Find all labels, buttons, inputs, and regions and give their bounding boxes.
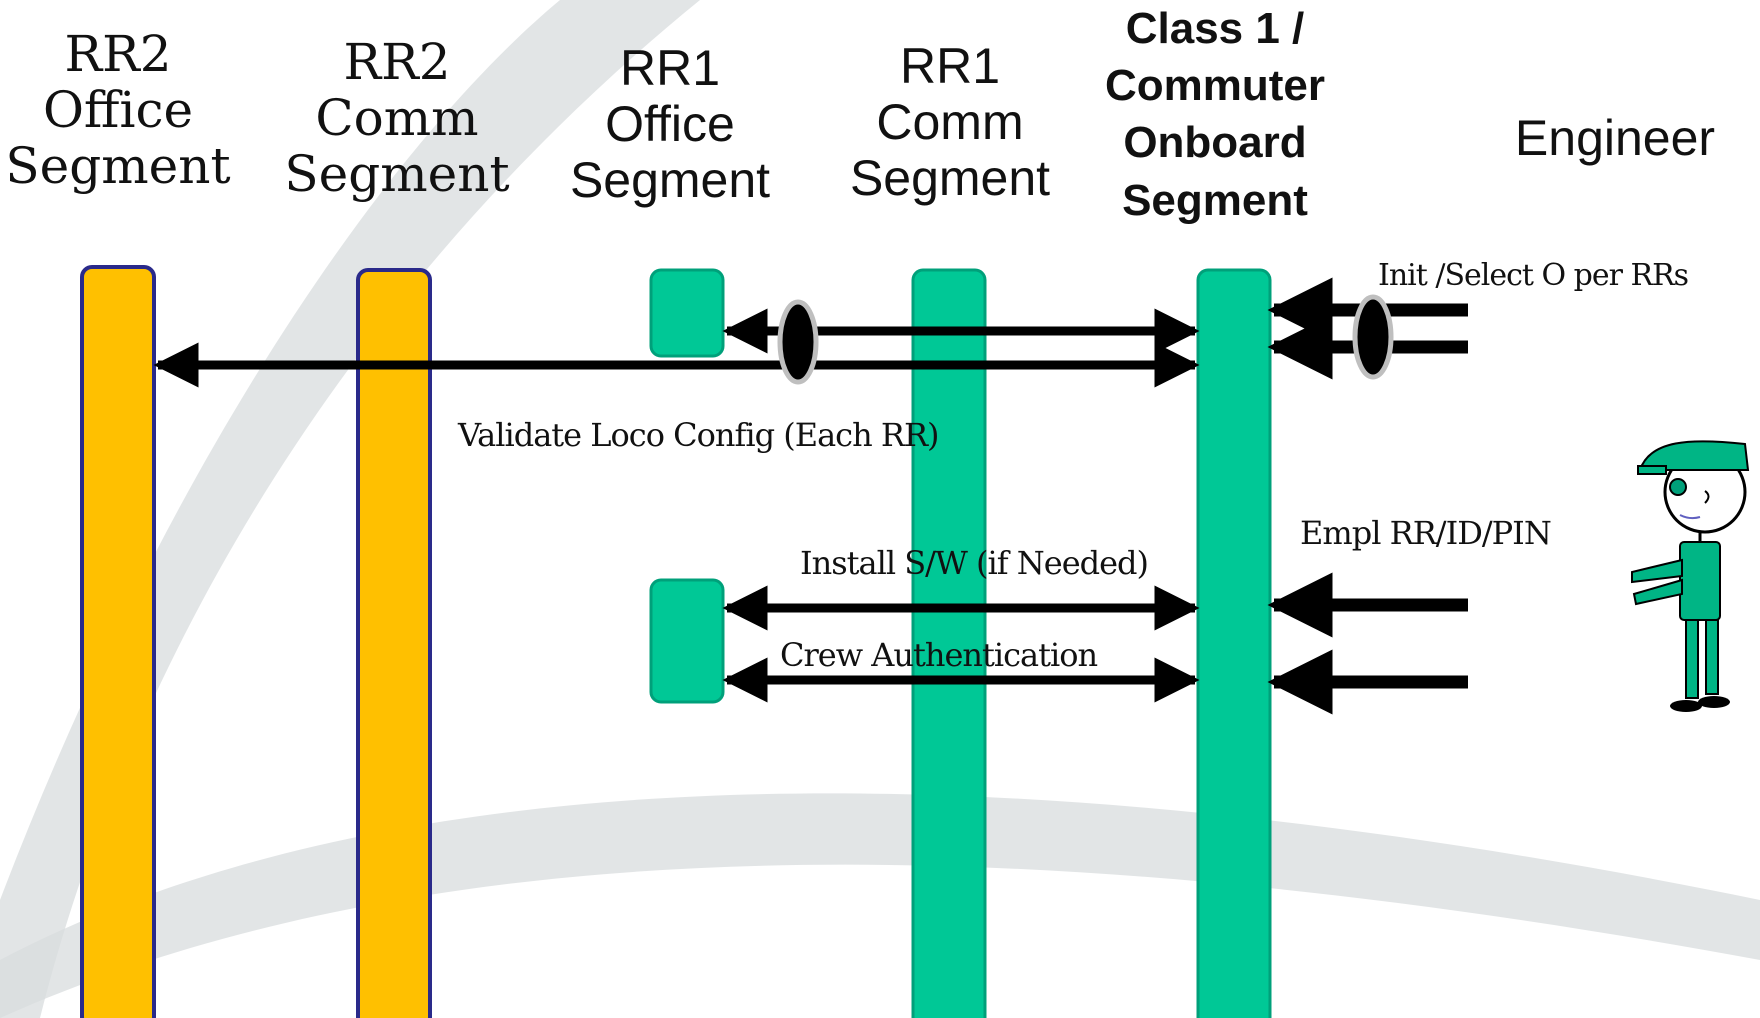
- header-rr2-comm-line-1: RR2: [343, 33, 451, 91]
- header-class1-line-4: Segment: [1122, 175, 1308, 225]
- header-rr1-office-line-2: Office: [605, 96, 735, 152]
- header-class1-line-2: Commuter: [1104, 61, 1326, 111]
- message-empl-id: Empl RR/ID/PIN: [1300, 514, 1552, 552]
- header-rr1-comm-line-2: Comm: [876, 94, 1024, 150]
- header-rr2-office-line-2: Office: [42, 81, 194, 139]
- lifeline-rr1-office-bottom: [649, 578, 725, 704]
- engineer-figure: [1631, 440, 1750, 712]
- header-rr2-comm-line-3: Segment: [284, 145, 510, 203]
- header-class1-line-3: Onboard: [1123, 118, 1307, 168]
- message-crew-auth: Crew Authentication: [780, 636, 1098, 674]
- header-class1-onboard: Class 1 / Commuter Onboard Segment: [1080, 0, 1350, 229]
- lifeline-rr2-comm: [356, 268, 432, 1018]
- lifeline-rr2-office: [80, 265, 156, 1018]
- header-rr1-office-line-3: Segment: [569, 152, 771, 208]
- message-validate-loco: Validate Loco Config (Each RR): [458, 416, 940, 454]
- background-swoosh-arc: [0, 793, 1760, 1018]
- header-rr1-office: RR1 Office Segment: [550, 40, 790, 208]
- header-rr2-office: RR2 Office Segment: [0, 26, 236, 194]
- header-rr1-comm: RR1 Comm Segment: [830, 38, 1070, 206]
- header-rr1-comm-line-3: Segment: [849, 150, 1051, 206]
- header-engineer-label: Engineer: [1514, 110, 1716, 166]
- header-class1-line-1: Class 1 /: [1125, 4, 1305, 53]
- lifeline-rr1-office-top: [649, 268, 725, 358]
- multiplex-ellipse-right: [1352, 294, 1394, 380]
- header-rr2-office-line-3: Segment: [5, 137, 231, 195]
- lifeline-class1-onboard: [1196, 268, 1272, 1018]
- header-rr1-office-line-1: RR1: [619, 40, 721, 96]
- header-rr2-office-line-1: RR2: [64, 25, 172, 83]
- header-rr2-comm: RR2 Comm Segment: [280, 34, 514, 202]
- message-init-select: Init /Select O per RRs: [1378, 258, 1689, 293]
- message-install-sw: Install S/W (if Needed): [800, 544, 1149, 582]
- header-engineer: Engineer: [1490, 110, 1740, 166]
- lifeline-rr1-comm: [911, 268, 987, 1018]
- header-rr1-comm-line-1: RR1: [899, 38, 1001, 94]
- header-rr2-comm-line-2: Comm: [315, 89, 479, 147]
- multiplex-ellipse-left: [777, 299, 819, 385]
